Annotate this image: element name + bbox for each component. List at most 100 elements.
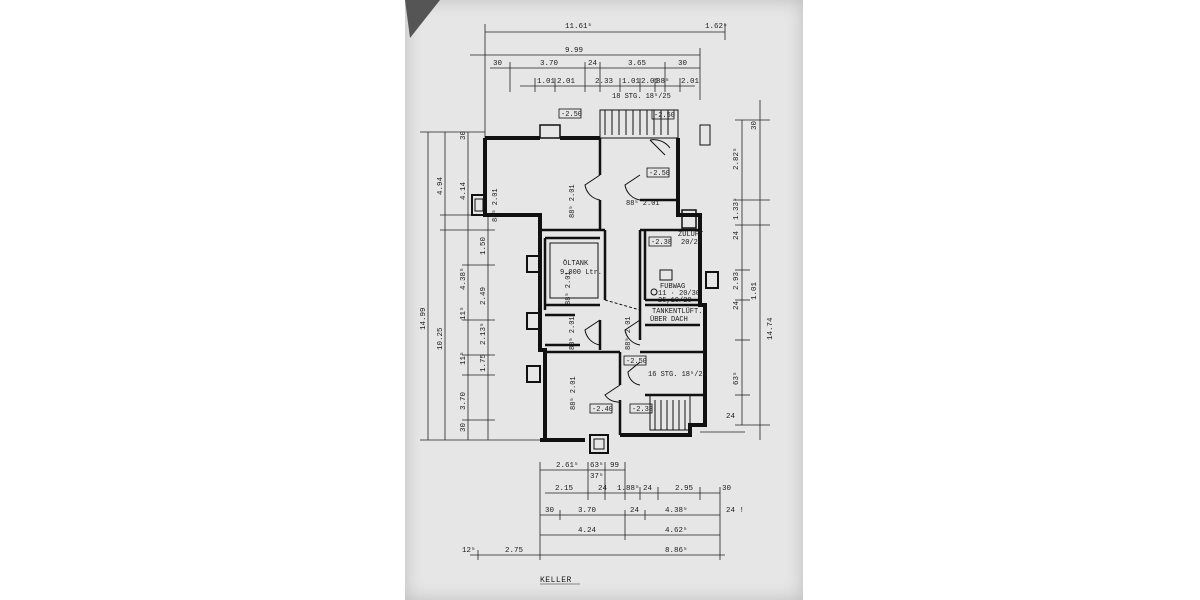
stairs-top-label: 18 STG. 18⁵/25 — [612, 93, 671, 101]
sheet-label: KELLER — [540, 576, 572, 585]
dim-top-row4-4: 2.01 — [641, 78, 660, 86]
level-0: -2.50 — [561, 111, 582, 119]
dim-bottom-r4-1: 4.62⁵ — [665, 526, 688, 535]
door-mark-0: 88⁵ 2.01 — [492, 188, 500, 222]
dim-top-row2: 9.99 — [565, 47, 583, 55]
right-dimension-chains — [700, 100, 770, 440]
dim-bottom-r3-2: 24 — [630, 507, 640, 515]
room-tankentluft: TANKENTLÜFT. — [652, 307, 702, 316]
dim-bottom-r1b: 37⁵ — [590, 472, 604, 481]
room-fubwag: FUBWAG — [660, 283, 685, 291]
door-mark-2: 88⁵ 2.01 — [626, 200, 660, 208]
dim-left-mid: 10.25 — [437, 327, 445, 350]
dim-right-3: 2.93 — [733, 271, 741, 290]
dim-right-0: 2.82⁵ — [732, 147, 741, 170]
level-3: -2.38 — [651, 239, 672, 247]
dim-right-1: 1.33⁵ — [732, 197, 741, 220]
room-zuluft-size: 20/20 — [681, 239, 702, 247]
dim-left-b1: 1.50 — [480, 236, 488, 255]
level-mark-boxes — [558, 108, 675, 414]
dim-bottom-r2-2: 1.88⁵ — [617, 484, 640, 493]
top-dimension-chains — [470, 24, 726, 140]
room-fubwag-size2: 25,10/20 — [658, 297, 692, 305]
dim-top-row3-1: 3.70 — [540, 60, 559, 68]
dim-right-6: 1.01 — [751, 281, 759, 300]
dim-left-b2: 2.49 — [480, 287, 488, 305]
dim-right-7: 63⁵ — [732, 371, 741, 385]
dim-bottom-r1-1: 63⁵ — [590, 461, 604, 470]
dim-left-c1: 11⁵ — [459, 306, 468, 320]
dim-bottom-r4-0: 4.24 — [578, 527, 597, 535]
dim-top-row3-3: 3.65 — [628, 60, 647, 68]
door-swings — [584, 139, 671, 403]
dim-top-row4-2: 2.33 — [595, 78, 614, 86]
dim-left-outer: 14.99 — [420, 307, 428, 330]
level-1: -2.50 — [654, 112, 675, 120]
room-oltank: ÖLTANK — [563, 259, 589, 268]
chimney — [650, 209, 697, 296]
dim-top-row4-1: 2.01 — [557, 78, 576, 86]
folded-corner — [405, 0, 440, 38]
outer-walls — [483, 136, 707, 442]
dim-bottom-r3-0: 30 — [545, 507, 555, 515]
dim-bottom-r2-1: 24 — [598, 485, 608, 493]
inner-walls — [540, 138, 705, 435]
dim-bottom-r3-3: 4.38⁵ — [665, 506, 688, 515]
dim-bottom-r5-2: 8.86⁵ — [665, 546, 688, 555]
dim-left-c3: 30 — [460, 422, 468, 432]
dim-bottom-r2-5: 30 — [722, 485, 732, 493]
dim-top-row3-0: 30 — [493, 60, 503, 68]
door-mark-4: 88⁵ 2.01 — [569, 316, 577, 350]
door-mark-3: 88⁵ 2.01 — [565, 271, 573, 305]
dim-top-row4-0: 1.01 — [537, 78, 556, 86]
dim-left-b4: 1.75 — [480, 353, 488, 372]
dim-left-c0: 4.38⁵ — [459, 267, 468, 290]
level-6: -2.38 — [632, 406, 653, 414]
dim-bottom-r5-0: 12⁵ — [462, 546, 476, 555]
level-5: -2.40 — [592, 406, 613, 414]
dim-bottom-r5-1: 2.75 — [505, 547, 524, 555]
dim-top-row3-2: 24 — [588, 60, 598, 68]
dim-bottom-r2-3: 24 — [643, 485, 653, 493]
dim-right-4: 24 — [733, 300, 741, 310]
left-dimension-chains — [420, 131, 545, 441]
dim-right-2: 24 — [733, 230, 741, 240]
dim-bottom-r3-1: 3.70 — [578, 507, 597, 515]
dim-top-row4-5: 88⁵ — [656, 77, 670, 86]
dim-bottom-r2-4: 2.95 — [675, 485, 694, 493]
door-mark-6: 88⁵ 2.01 — [570, 376, 578, 410]
level-2: -2.50 — [649, 170, 670, 178]
room-fubwag-size1: 11 · 20/30 — [658, 290, 700, 298]
dim-left-b5: 3.70 — [460, 391, 468, 410]
dim-top-row4-6: 2.01 — [681, 78, 700, 86]
dim-bottom-r3-4: 24 ! — [726, 507, 744, 515]
dim-top-overall-b: 1.62⁵ — [705, 22, 728, 31]
dim-bottom-r1-0: 2.61⁵ — [556, 461, 579, 470]
level-4: -2.50 — [626, 358, 647, 366]
dim-top-overall: 11.61⁵ — [565, 22, 592, 31]
dim-right-5: 30 — [751, 120, 759, 130]
dim-left-a2: 4.94 — [437, 176, 445, 195]
room-zuluft: ZULUFT — [678, 231, 703, 239]
light-wells — [471, 124, 719, 454]
dim-right-8: 24 — [726, 413, 736, 421]
dim-top-row4-3: 1.01 — [622, 78, 641, 86]
bottom-dimension-chains — [470, 462, 725, 560]
dim-left-b3: 2.13⁵ — [479, 322, 488, 345]
stairs-top — [599, 109, 679, 139]
dim-top-row3-4: 30 — [678, 60, 688, 68]
room-oltank-volume: 9.000 Ltr. — [560, 269, 602, 277]
room-uber-dach: ÜBER DACH — [650, 315, 688, 324]
dim-left-a1: 4.14 — [460, 181, 468, 200]
stairs-bottom — [649, 394, 691, 431]
dim-bottom-r1-2: 99 — [610, 462, 619, 470]
dim-bottom-r2-0: 2.15 — [555, 485, 574, 493]
door-mark-5: 88⁵ 2.01 — [625, 316, 633, 350]
dim-right-outer: 14.74 — [767, 317, 775, 340]
stairs-bottom-label: 16 STG. 18⁵/25 — [648, 371, 707, 379]
dim-left-c2: 11⁵ — [459, 351, 468, 365]
dim-left-a0: 30 — [460, 130, 468, 140]
door-mark-1: 88⁵ 2.01 — [569, 184, 577, 218]
oil-tank — [549, 242, 599, 299]
